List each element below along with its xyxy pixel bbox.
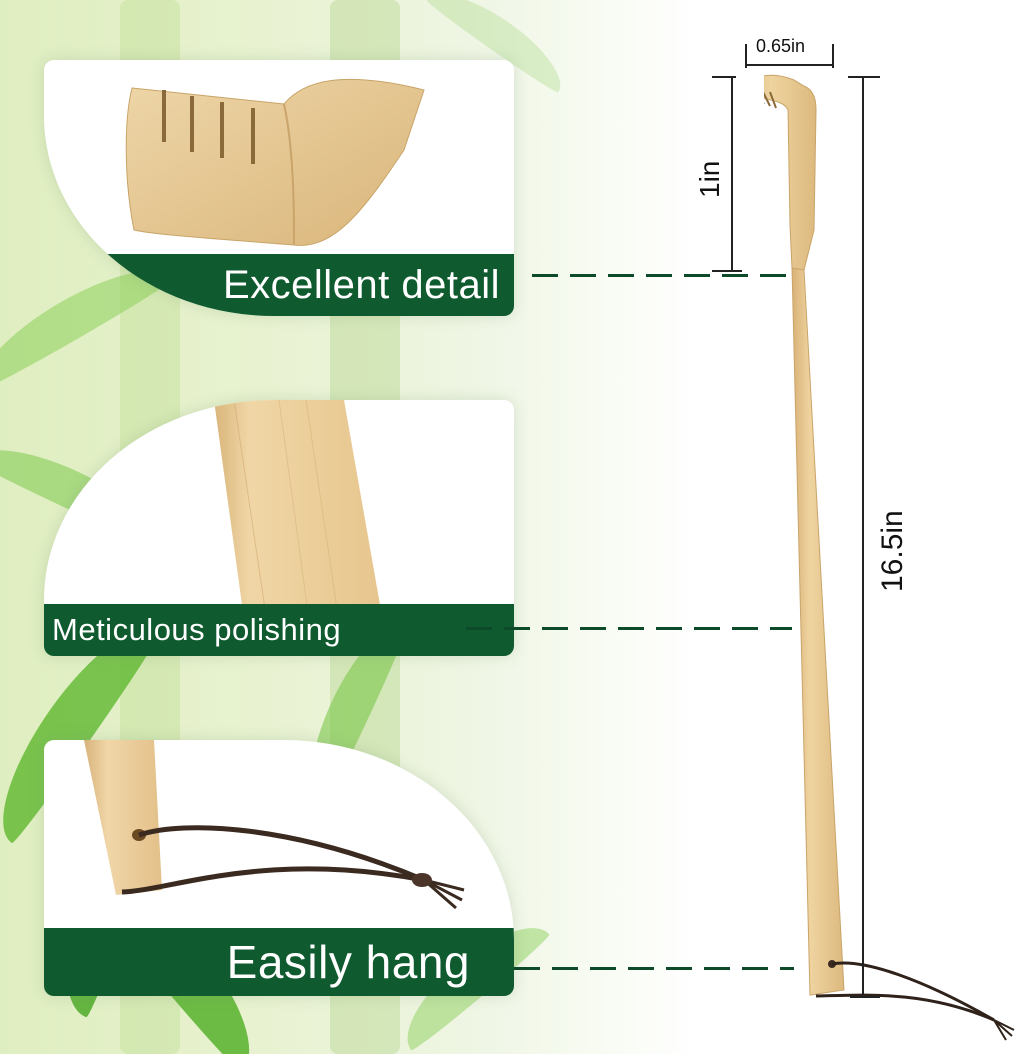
feature-card-excellent-detail: Excellent detail (44, 60, 514, 316)
back-scratcher-product (764, 74, 1015, 1041)
leader-line-detail (532, 274, 792, 277)
hanging-cord-photo (84, 740, 465, 910)
feature-label: Meticulous polishing (52, 612, 342, 647)
feature-banner: Excellent detail (44, 254, 514, 316)
dimension-line-head-width (745, 64, 833, 66)
feature-banner: Meticulous polishing (44, 604, 514, 656)
feature-card-easily-hang: Easily hang (44, 740, 514, 996)
dimension-label-head-width: 0.65in (756, 36, 806, 56)
dimension-line-head-length (731, 76, 733, 272)
dimension-line-total-length (862, 76, 864, 996)
leader-line-polishing (466, 627, 792, 630)
feature-label: Excellent detail (222, 262, 500, 307)
rake-head-photo (125, 78, 425, 246)
dimension-tick (712, 270, 742, 272)
dimension-label-total-length: 16.5in (876, 510, 909, 592)
dimension-tick (850, 996, 880, 998)
dimension-tick (848, 76, 880, 78)
dimension-tick (745, 44, 747, 68)
feature-label: Easily hang (226, 936, 470, 988)
dimension-label-head-length: 1in (694, 160, 725, 198)
dimension-tick (712, 76, 736, 78)
feature-card-meticulous-polishing: Meticulous polishing (44, 400, 514, 656)
dimension-tick (832, 44, 834, 68)
leader-line-hang (514, 967, 794, 970)
feature-banner: Easily hang (44, 928, 514, 996)
